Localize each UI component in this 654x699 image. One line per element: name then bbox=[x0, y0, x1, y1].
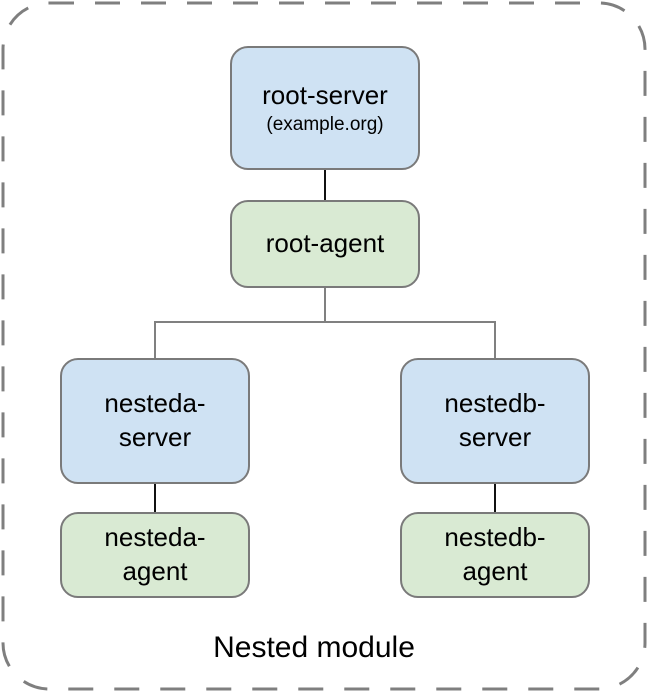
node-root-server: root-server (example.org) bbox=[230, 46, 420, 170]
node-root-agent: root-agent bbox=[230, 200, 420, 288]
edge-branch-to-nested-servers bbox=[154, 321, 496, 358]
node-root-server-label: root-server bbox=[262, 80, 388, 111]
node-nestedb-server: nestedb- server bbox=[400, 358, 590, 484]
node-nestedb-agent-label-line1: nestedb- bbox=[444, 522, 546, 553]
node-nesteda-agent: nesteda- agent bbox=[60, 512, 250, 598]
node-nesteda-server: nesteda- server bbox=[60, 358, 250, 484]
node-nesteda-agent-label-line1: nesteda- bbox=[104, 522, 206, 553]
node-root-agent-label: root-agent bbox=[265, 228, 385, 259]
node-nestedb-agent: nestedb- agent bbox=[400, 512, 590, 598]
node-nestedb-server-label-line1: nestedb- bbox=[444, 388, 546, 419]
node-nesteda-server-label-line1: nesteda- bbox=[104, 388, 206, 419]
node-root-server-hostname: (example.org) bbox=[266, 114, 384, 136]
node-nestedb-agent-label-line2: agent bbox=[462, 556, 528, 586]
node-nesteda-server-label-line2: server bbox=[118, 422, 192, 452]
module-caption: Nested module bbox=[213, 631, 415, 664]
node-nesteda-agent-label-line2: agent bbox=[122, 556, 188, 586]
node-nestedb-server-label-line2: server bbox=[458, 422, 532, 452]
